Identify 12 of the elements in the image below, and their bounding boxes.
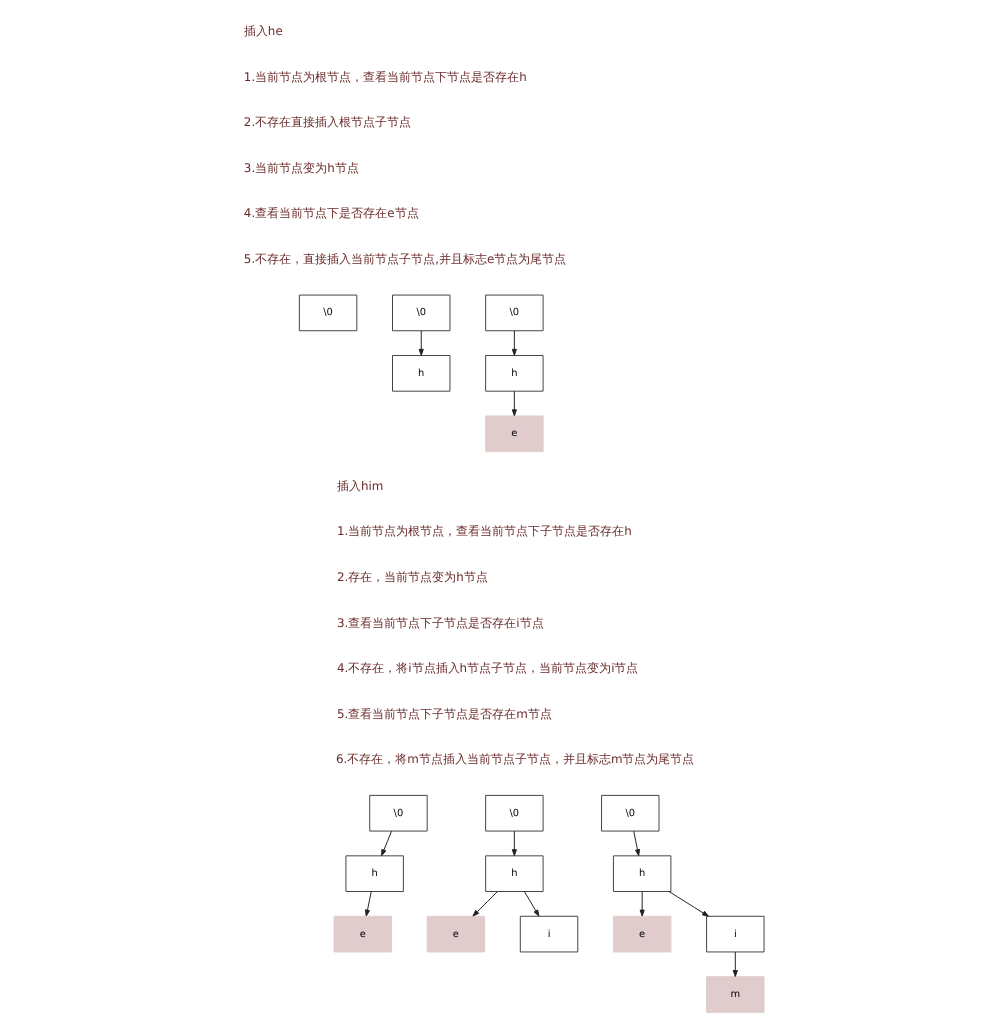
arrow: [511, 390, 517, 417]
arrow: [633, 830, 641, 857]
arrow: [511, 330, 517, 356]
arrow: [364, 891, 372, 917]
arrow: [472, 891, 498, 917]
arrow: [639, 891, 645, 917]
arrow: [418, 330, 424, 356]
arrow: [523, 891, 540, 917]
arrow: [511, 830, 517, 857]
arrow: [668, 891, 709, 917]
arrow: [381, 830, 393, 857]
arrow: [732, 951, 738, 977]
